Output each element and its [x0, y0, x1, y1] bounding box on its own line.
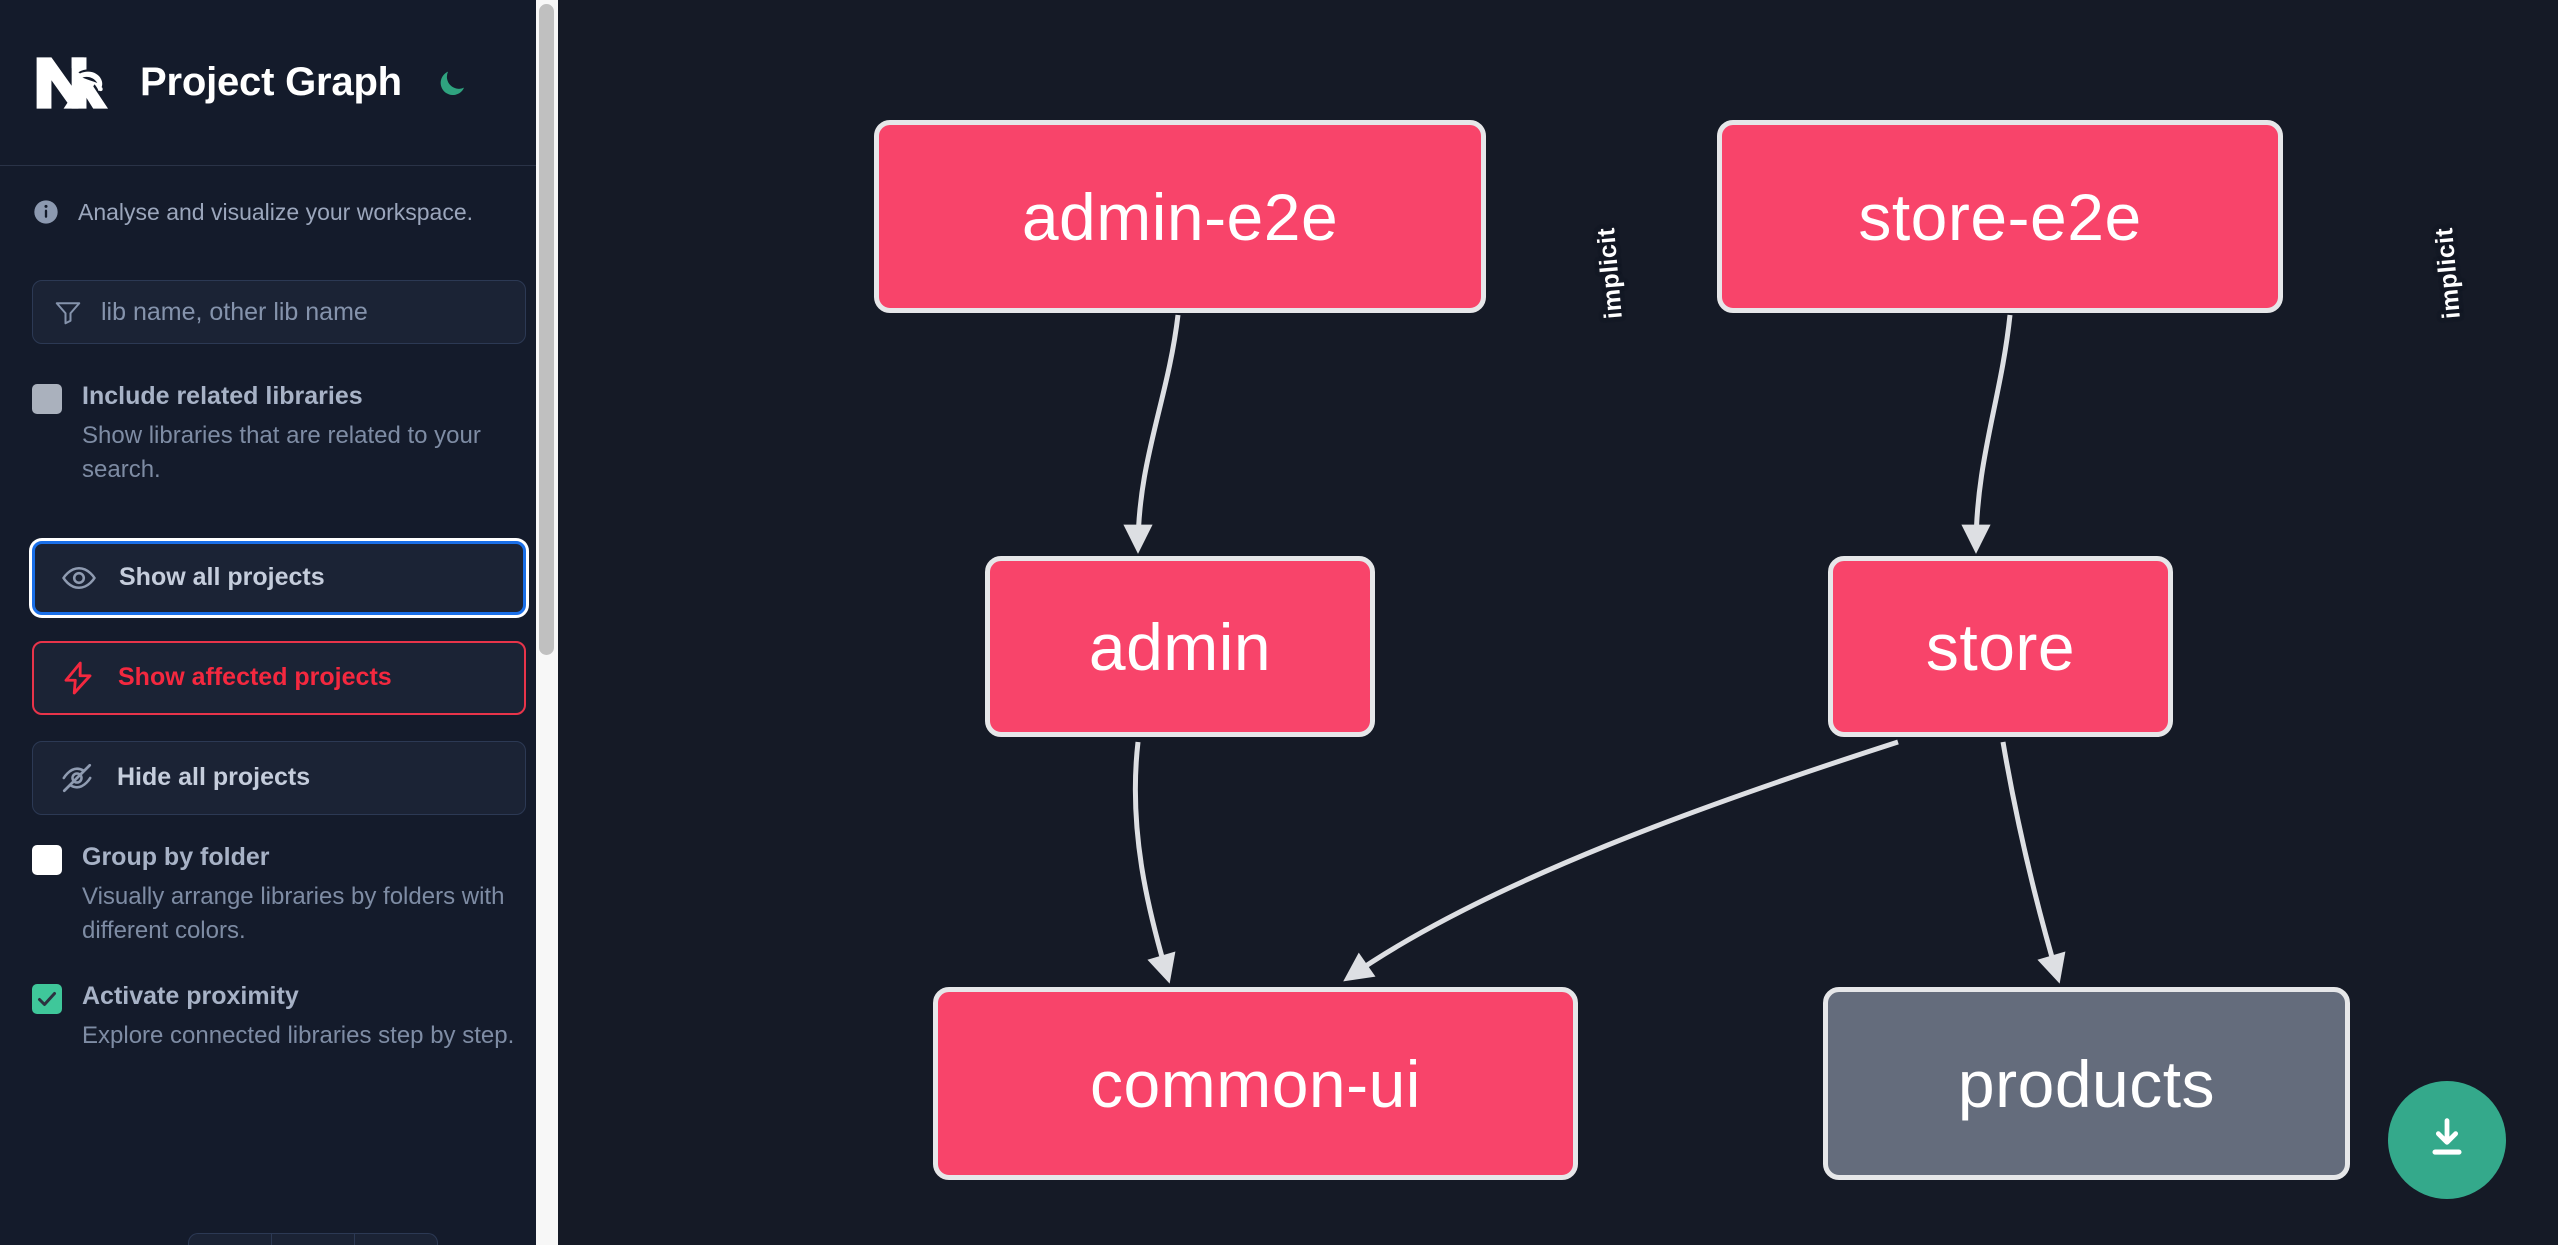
edge-store-to-products — [2000, 741, 2066, 984]
sidebar: Project Graph Analyse and visualize your… — [0, 0, 558, 1245]
nx-logo — [32, 52, 114, 114]
option-description: Visually arrange libraries by folders wi… — [82, 882, 505, 944]
option-label: Activate proximity — [82, 981, 299, 1010]
option-label: Group by folder — [82, 842, 270, 871]
search-field[interactable] — [32, 280, 526, 344]
graph-node-store-e2e[interactable]: store-e2e — [1717, 120, 2283, 313]
lightning-bolt-icon — [60, 660, 96, 696]
eye-off-icon — [59, 760, 95, 796]
funnel-icon — [53, 297, 83, 327]
eye-icon — [61, 560, 97, 596]
option-description: Show libraries that are related to your … — [82, 421, 481, 483]
option-description: Explore connected libraries step by step… — [82, 1021, 515, 1049]
graph-node-common-ui[interactable]: common-ui — [933, 987, 1578, 1180]
project-visibility-buttons: Show all projects Show affected projects — [32, 540, 526, 815]
edge-store-to-common-ui — [1343, 739, 1899, 982]
bottom-group-segment[interactable] — [272, 1234, 355, 1245]
download-icon — [2421, 1112, 2473, 1169]
sidebar-tagline-text: Analyse and visualize your workspace. — [78, 198, 474, 225]
sidebar-tagline: Analyse and visualize your workspace. — [0, 166, 558, 226]
option-activate-proximity[interactable]: Activate proximity Explore connected lib… — [0, 980, 558, 1053]
option-group-by-folder[interactable]: Group by folder Visually arrange librari… — [0, 841, 558, 948]
option-text-group: Group by folder Visually arrange librari… — [82, 841, 526, 948]
graph-node-label: common-ui — [1090, 1046, 1421, 1121]
search-input[interactable] — [101, 281, 525, 343]
option-text-group: Include related libraries Show libraries… — [82, 380, 526, 487]
bottom-button-group[interactable] — [188, 1233, 438, 1245]
moon-icon[interactable] — [432, 63, 472, 103]
graph-node-label: admin-e2e — [1021, 179, 1339, 254]
hide-all-projects-label: Hide all projects — [117, 763, 311, 792]
info-icon — [32, 198, 60, 226]
graph-node-label: admin — [1088, 609, 1272, 684]
show-affected-projects-button[interactable]: Show affected projects — [32, 640, 526, 715]
bottom-group-segment[interactable] — [355, 1234, 437, 1245]
graph-node-admin-e2e[interactable]: admin-e2e — [874, 120, 1486, 313]
checkbox-activate-proximity[interactable] — [32, 983, 62, 1014]
checkbox-group-by-folder[interactable] — [32, 844, 62, 875]
edge-admin-to-common-ui — [1132, 741, 1176, 984]
edge-store-e2e-to-store — [1961, 314, 2013, 554]
graph-edges — [1123, 314, 2066, 984]
graph-node-label: store — [1925, 609, 2076, 684]
checkbox-include-related-libraries[interactable] — [32, 384, 62, 414]
graph-node-products[interactable]: products — [1823, 987, 2350, 1180]
app-title: Project Graph — [140, 60, 402, 104]
sidebar-header: Project Graph — [0, 0, 558, 166]
option-include-related-libraries[interactable]: Include related libraries Show libraries… — [0, 380, 558, 487]
edge-admin-e2e-to-admin — [1123, 314, 1181, 554]
graph-node-label: products — [1957, 1046, 2216, 1121]
sidebar-scrollbar-track[interactable] — [536, 0, 558, 1245]
show-all-projects-button[interactable]: Show all projects — [32, 540, 526, 615]
sidebar-scrollbar-thumb[interactable] — [539, 4, 554, 655]
option-text-group: Activate proximity Explore connected lib… — [82, 980, 514, 1053]
graph-canvas[interactable]: implicit implicit admin-e2e store-e2e ad… — [558, 0, 2558, 1245]
graph-node-store[interactable]: store — [1828, 556, 2173, 737]
show-all-projects-label: Show all projects — [119, 563, 325, 592]
option-label: Include related libraries — [82, 382, 363, 410]
download-graph-button[interactable] — [2388, 1081, 2506, 1199]
bottom-group-segment[interactable] — [189, 1234, 272, 1245]
graph-node-label: store-e2e — [1858, 179, 2142, 254]
show-affected-projects-label: Show affected projects — [118, 663, 392, 692]
graph-node-admin[interactable]: admin — [985, 556, 1375, 737]
hide-all-projects-button[interactable]: Hide all projects — [32, 740, 526, 815]
